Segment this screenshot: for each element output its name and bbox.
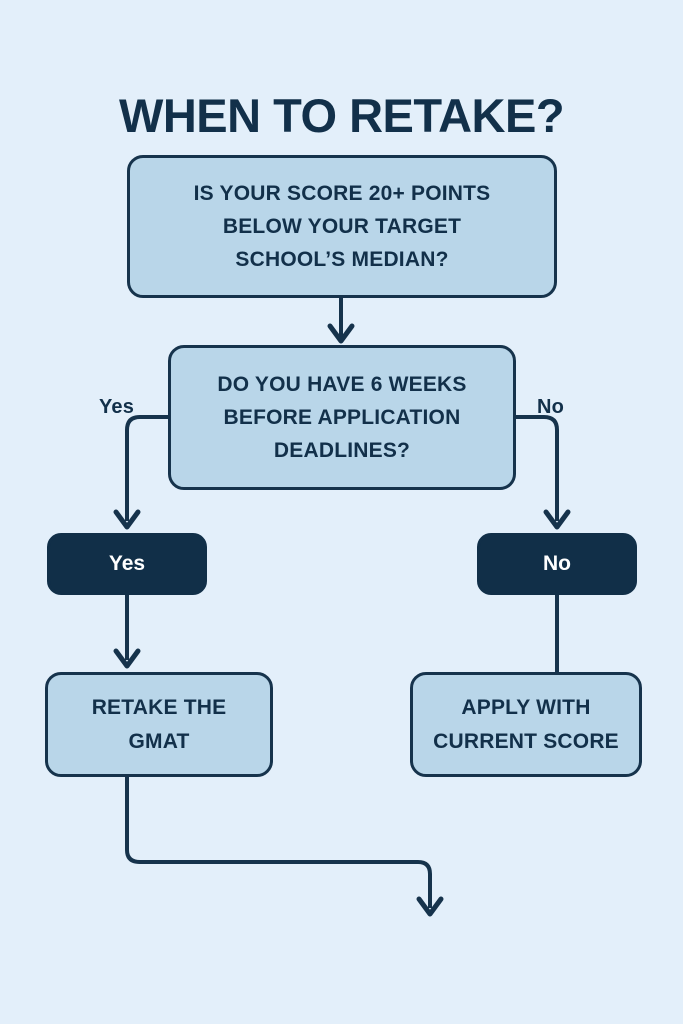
arrowhead-decision2-to-yes [113,509,141,530]
page-title: WHEN TO RETAKE? [118,89,565,143]
answer-pill-no-label: No [543,552,571,575]
decision-node-score-gap[interactable]: IS YOUR SCORE 20+ POINTS BELOW YOUR TARG… [127,155,557,298]
branch-label-no: No [537,396,565,418]
outcome-node-retake-gmat[interactable]: RETAKE THE GMAT [45,672,273,777]
arrowhead-yes-to-retake [113,648,141,669]
branch-label-yes: Yes [99,396,135,418]
outcome-node-retake-gmat-label: RETAKE THE GMAT [91,695,227,753]
answer-pill-yes-label: Yes [108,552,146,575]
outcome-node-apply-current-score-label: APPLY WITH CURRENT SCORE [433,695,619,753]
decision-node-timeline-label: DO YOU HAVE 6 WEEKS BEFORE APPLICATION D… [217,373,467,462]
edge-decision2-to-yes [125,415,168,521]
outcome-node-apply-current-score[interactable]: APPLY WITH CURRENT SCORE [410,672,642,777]
arrowhead-decision1-to-decision2 [327,323,355,344]
decision-node-score-gap-label: IS YOUR SCORE 20+ POINTS BELOW YOUR TARG… [193,182,491,271]
arrowhead-retake-to-continue [416,896,444,917]
answer-pill-yes[interactable]: Yes [47,533,207,595]
edge-decision2-to-no [516,415,559,521]
answer-pill-no[interactable]: No [477,533,637,595]
arrowhead-decision2-to-no [543,509,571,530]
decision-node-timeline[interactable]: DO YOU HAVE 6 WEEKS BEFORE APPLICATION D… [168,345,516,490]
edge-retake-to-continue [125,777,432,908]
